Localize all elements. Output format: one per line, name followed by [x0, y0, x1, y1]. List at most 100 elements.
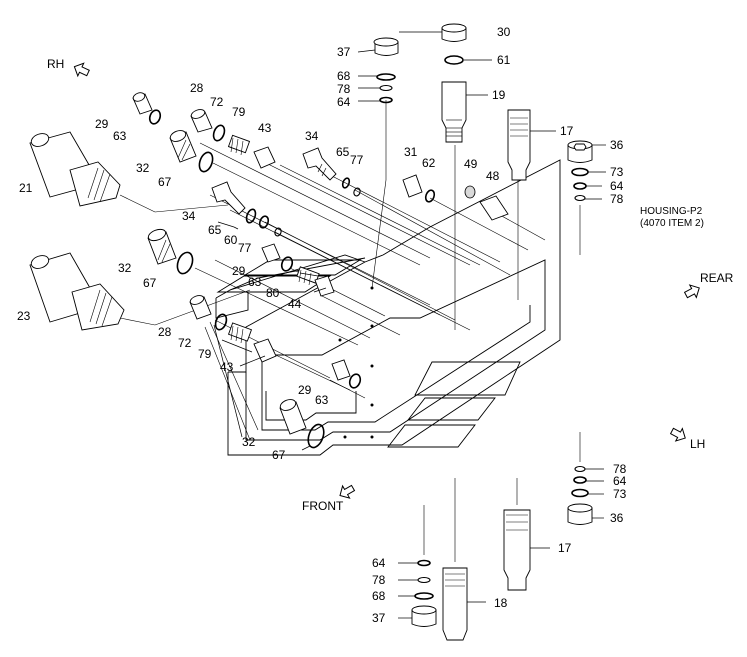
- callout-17: 17: [560, 124, 574, 138]
- callout-34: 34: [305, 129, 319, 143]
- part-49: [464, 185, 476, 199]
- callout-43: 43: [220, 360, 234, 374]
- callout-72: 72: [210, 95, 224, 109]
- callout-29: 29: [298, 383, 312, 397]
- piston-43-lower: [253, 338, 277, 363]
- callout-78: 78: [610, 192, 624, 206]
- plug-32-top: [169, 130, 197, 163]
- callout-65: 65: [208, 223, 222, 237]
- callout-49: 49: [464, 157, 478, 171]
- callout-23: 23: [17, 309, 31, 323]
- callout-68: 68: [372, 589, 386, 603]
- callout-78: 78: [613, 462, 627, 476]
- callout-67: 67: [143, 276, 157, 290]
- callout-78: 78: [337, 82, 351, 96]
- callout-64: 64: [613, 474, 627, 488]
- callout-64: 64: [337, 95, 351, 109]
- callout-19: 19: [492, 88, 506, 102]
- callout-60: 60: [224, 233, 238, 247]
- direction-labels: RH REAR LH FRONT HOUSING-P2 (4070 ITEM 2…: [47, 57, 734, 513]
- part-48: [479, 195, 509, 221]
- callout-64: 64: [372, 556, 386, 570]
- o-rings: [148, 55, 589, 600]
- callout-78: 78: [372, 573, 386, 587]
- callout-64: 64: [610, 179, 624, 193]
- callout-63: 63: [248, 275, 262, 289]
- cap-30: [441, 23, 467, 42]
- poppet-34-top: [302, 147, 337, 181]
- cartridge-21: [29, 131, 121, 207]
- callout-29: 29: [95, 117, 109, 131]
- label-rear: REAR: [700, 271, 734, 285]
- plug-29-top: [132, 92, 153, 115]
- callout-73: 73: [610, 165, 624, 179]
- plug-29-middle: [261, 243, 281, 263]
- cartridge-23: [29, 252, 125, 331]
- callout-34: 34: [182, 209, 196, 223]
- housing-note-line2: (4070 ITEM 2): [640, 218, 704, 229]
- callout-30: 30: [497, 25, 511, 39]
- plug-28-lower: [189, 295, 212, 320]
- plug-32-housing: [279, 399, 307, 435]
- callout-leader-lines: [213, 31, 606, 619]
- callout-77: 77: [238, 241, 252, 255]
- plug-32-middle: [147, 228, 177, 265]
- callout-32: 32: [242, 435, 256, 449]
- callout-79: 79: [198, 347, 212, 361]
- callout-72: 72: [178, 336, 192, 350]
- callout-63: 63: [315, 393, 329, 407]
- assembly-projection-lines: [119, 82, 581, 562]
- callout-28: 28: [190, 81, 204, 95]
- cartridge-18: [442, 567, 468, 641]
- cartridge-17-bottom: [503, 509, 531, 591]
- callout-28: 28: [158, 325, 172, 339]
- callout-37: 37: [337, 45, 351, 59]
- lh-direction-arrow-icon: [668, 424, 690, 445]
- callout-32: 32: [136, 161, 150, 175]
- cartridge-17-top: [507, 109, 531, 181]
- callout-37: 37: [372, 611, 386, 625]
- callout-65: 65: [336, 145, 350, 159]
- plug-29-housing: [331, 359, 351, 381]
- callout-79: 79: [232, 105, 246, 119]
- callout-44: 44: [288, 297, 302, 311]
- cap-37-top: [373, 37, 399, 56]
- cartridge-19: [441, 81, 467, 143]
- spring-80: [296, 266, 320, 286]
- callout-77: 77: [350, 153, 364, 167]
- callout-32: 32: [118, 261, 132, 275]
- callout-18: 18: [494, 596, 508, 610]
- poppet-34-middle: [211, 181, 246, 215]
- part-callout-numbers: 30 61 37 68 78 64 19 17 36 73 64 78 28 7…: [17, 25, 627, 625]
- housing-note-line1: HOUSING-P2: [640, 206, 703, 217]
- callout-43: 43: [258, 121, 272, 135]
- callout-31: 31: [404, 145, 418, 159]
- cap-37-bottom: [411, 605, 437, 627]
- cap-36-top: [567, 140, 593, 163]
- callout-17: 17: [558, 541, 572, 555]
- plug-28-top: [190, 109, 213, 133]
- callout-48: 48: [486, 169, 500, 183]
- callout-67: 67: [158, 175, 172, 189]
- label-rh: RH: [47, 57, 64, 71]
- valve-housing: [215, 159, 561, 456]
- callout-68: 68: [337, 69, 351, 83]
- callout-67: 67: [272, 448, 286, 462]
- label-front: FRONT: [302, 499, 344, 513]
- callout-29: 29: [232, 264, 246, 278]
- piston-43-top: [253, 146, 276, 169]
- callout-36: 36: [610, 138, 624, 152]
- piston-44: [314, 275, 335, 297]
- callout-61: 61: [497, 53, 511, 67]
- spring-79-top: [227, 134, 251, 156]
- callout-36: 36: [610, 511, 624, 525]
- callout-80: 80: [266, 286, 280, 300]
- cap-36-bottom: [567, 503, 593, 525]
- spring-79-lower: [227, 322, 253, 344]
- callout-21: 21: [19, 181, 33, 195]
- plug-31: [402, 174, 423, 198]
- callout-73: 73: [613, 487, 627, 501]
- rh-direction-arrow-icon: [70, 59, 92, 80]
- label-lh: LH: [690, 437, 705, 451]
